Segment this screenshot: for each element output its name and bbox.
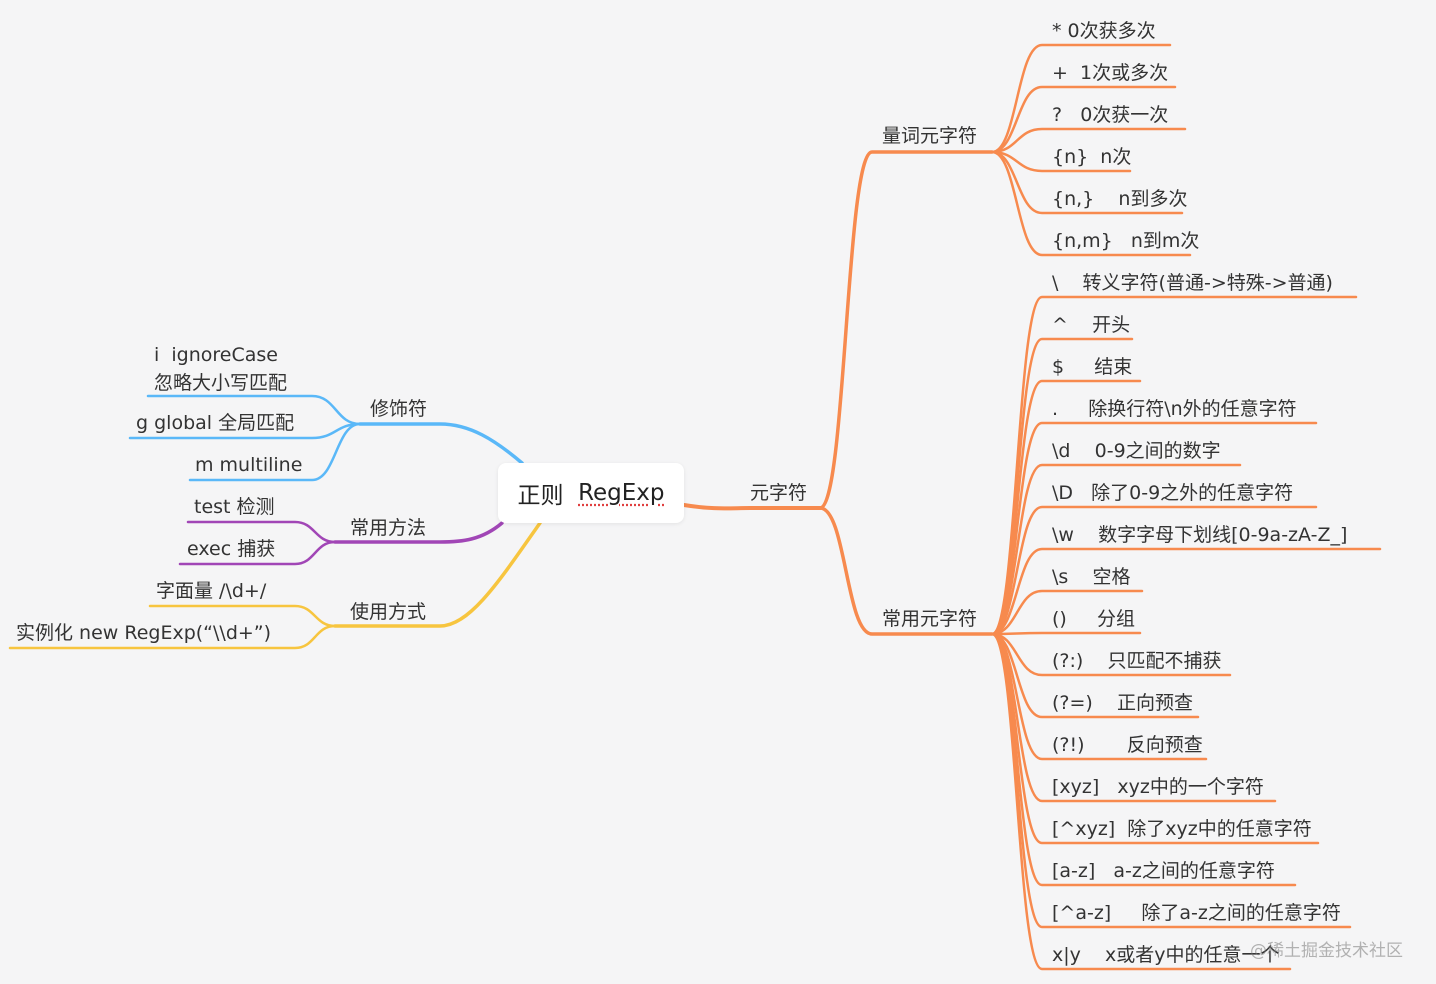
- leaf-common-2[interactable]: ^ 开头: [1052, 314, 1131, 336]
- root-label-main: 正则: [517, 483, 579, 509]
- leaf-quantifier-6[interactable]: {n,m} n到m次: [1052, 230, 1200, 252]
- group-usage[interactable]: 使用方式: [350, 601, 427, 623]
- connector-common-leaf: [990, 505, 1318, 636]
- connector-common-leaf: [990, 547, 1382, 636]
- connector-usage-leaf: [148, 604, 337, 628]
- group-modifier[interactable]: 修饰符: [370, 398, 428, 420]
- leaf-common-4[interactable]: . 除换行符\n外的任意字符: [1052, 398, 1297, 420]
- leaf-common-16[interactable]: [^a-z] 除了a-z之间的任意字符: [1052, 902, 1341, 924]
- leaf-common-14[interactable]: [^xyz] 除了xyz中的任意字符: [1052, 818, 1312, 840]
- connector-quantifier-leaf: [990, 150, 1132, 173]
- leaf-quantifier-5[interactable]: {n,} n到多次: [1052, 188, 1188, 210]
- root-node[interactable]: 正则 RegExp: [498, 463, 684, 523]
- connector-quantifier-leaf: [990, 127, 1187, 154]
- connector-root-metachar: [682, 503, 822, 511]
- group-common-metachar[interactable]: 常用元字符: [882, 608, 978, 630]
- leaf-usage-literal[interactable]: 字面量 /\d+/: [156, 580, 267, 602]
- leaf-method-test[interactable]: test 检测: [194, 496, 275, 518]
- connector-modifier-leaf: [188, 422, 362, 482]
- leaf-method-exec[interactable]: exec 捕获: [187, 538, 276, 560]
- connector-root-usage: [333, 521, 542, 628]
- leaf-common-7[interactable]: \w 数字字母下划线[0-9a-zA-Z_]: [1052, 524, 1348, 546]
- leaf-common-10[interactable]: (?:) 只匹配不捕获: [1052, 650, 1222, 672]
- root-label-regexp: RegExp: [578, 480, 665, 506]
- connector-common-leaf: [990, 631, 1142, 636]
- connector-usage-leaf: [8, 624, 337, 650]
- connector-metachar-quantifier: [818, 150, 994, 510]
- leaf-modifier-global[interactable]: g global 全局匹配: [136, 412, 295, 434]
- connector-root-methods: [333, 521, 504, 544]
- connector-quantifier-leaf: [990, 43, 1172, 154]
- leaf-common-5[interactable]: \d 0-9之间的数字: [1052, 440, 1221, 462]
- leaf-common-9[interactable]: () 分组: [1052, 608, 1136, 630]
- leaf-common-6[interactable]: \D 除了0-9之外的任意字符: [1052, 482, 1294, 504]
- leaf-modifier-multiline[interactable]: m multiline: [195, 454, 303, 476]
- leaf-quantifier-1[interactable]: * 0次获多次: [1052, 20, 1156, 42]
- connector-methods-leaf: [186, 520, 337, 544]
- leaf-common-1[interactable]: \ 转义字符(普通->特殊->普通): [1052, 272, 1333, 294]
- leaf-quantifier-3[interactable]: ? 0次获一次: [1052, 104, 1169, 126]
- connector-quantifier-leaf: [990, 85, 1177, 154]
- branch-metachar[interactable]: 元字符: [750, 482, 808, 504]
- watermark: @稀土掘金技术社区: [1250, 941, 1403, 961]
- connector-common-leaf: [990, 632, 1292, 971]
- leaf-usage-constructor[interactable]: 实例化 new RegExp(“\\d+”): [16, 622, 272, 644]
- connector-metachar-common: [818, 506, 994, 636]
- leaf-common-15[interactable]: [a-z] a-z之间的任意字符: [1052, 860, 1275, 882]
- leaf-modifier-ignorecase[interactable]: i ignoreCase 忽略大小写匹配: [154, 344, 288, 394]
- group-quantifier[interactable]: 量词元字符: [882, 125, 978, 147]
- leaf-common-3[interactable]: $ 结束: [1052, 356, 1133, 378]
- leaf-quantifier-4[interactable]: {n} n次: [1052, 146, 1132, 168]
- connector-quantifier-leaf: [990, 150, 1192, 257]
- connector-root-modifier: [358, 422, 524, 465]
- connector-common-leaf: [990, 589, 1144, 636]
- group-methods[interactable]: 常用方法: [350, 517, 427, 539]
- leaf-common-17[interactable]: x|y x或者y中的任意一个: [1052, 944, 1280, 966]
- leaf-common-12[interactable]: (?!) 反向预查: [1052, 734, 1203, 756]
- leaf-common-8[interactable]: \s 空格: [1052, 566, 1131, 588]
- connector-modifier-leaf: [146, 394, 362, 426]
- leaf-common-11[interactable]: (?=) 正向预查: [1052, 692, 1193, 714]
- leaf-quantifier-2[interactable]: + 1次或多次: [1052, 62, 1169, 84]
- leaf-common-13[interactable]: [xyz] xyz中的一个字符: [1052, 776, 1264, 798]
- connector-methods-leaf: [178, 540, 337, 566]
